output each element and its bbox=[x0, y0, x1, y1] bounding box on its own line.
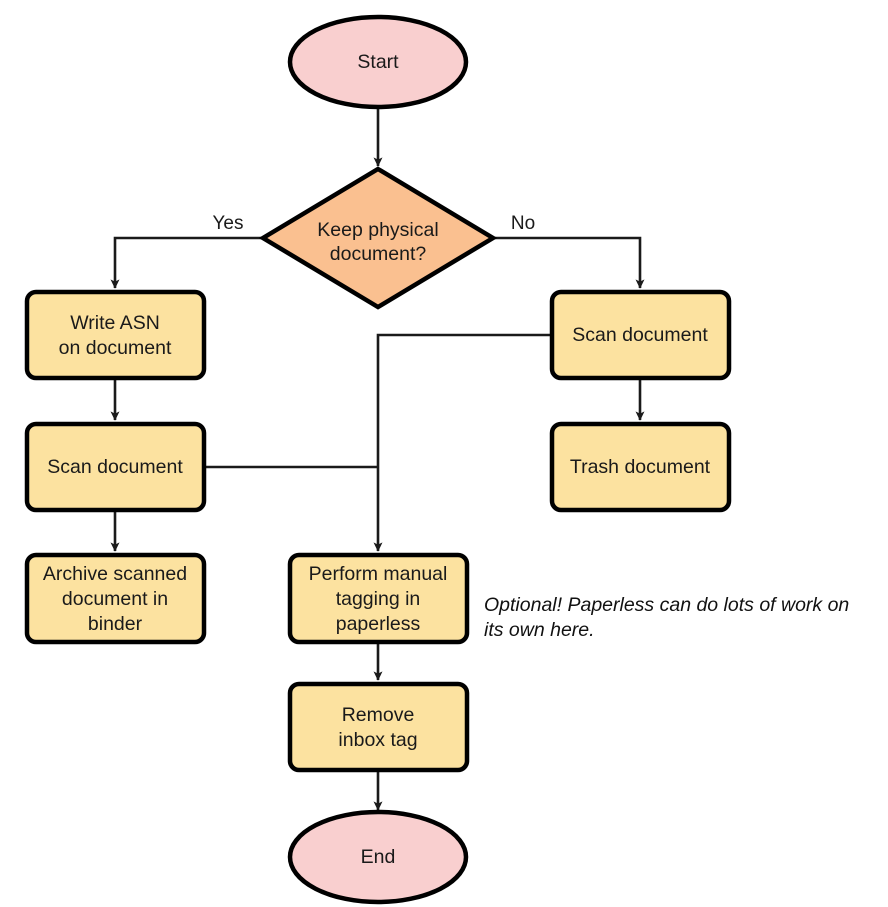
node-write-asn-on-document[interactable]: Write ASN on document bbox=[24, 289, 207, 381]
start-ellipse[interactable] bbox=[287, 14, 469, 110]
decision-label-line1: Keep physical bbox=[317, 219, 438, 241]
node-trash-document[interactable]: Trash document bbox=[549, 421, 732, 513]
decision-label-line2: document? bbox=[330, 243, 427, 265]
remove-inbox-tag-box[interactable] bbox=[287, 681, 470, 773]
node-scan-document-left[interactable]: Scan document bbox=[24, 421, 207, 513]
scan-document-right-label: Scan document bbox=[572, 324, 708, 346]
archive-label-line2: document in bbox=[62, 588, 168, 610]
scan-document-left-label: Scan document bbox=[47, 456, 183, 478]
trash-document-label: Trash document bbox=[570, 456, 711, 478]
optional-note-line2: its own here. bbox=[484, 619, 595, 641]
node-decision-keep-physical-document[interactable]: Keep physical document? bbox=[258, 166, 498, 310]
node-archive-scanned-document[interactable]: Archive scanned document in binder bbox=[24, 552, 207, 645]
write-asn-label-line1: Write ASN bbox=[70, 312, 160, 334]
connector-decision-no-to-scan-right bbox=[494, 236, 645, 289]
connector-scan-right-to-tagging bbox=[373, 333, 550, 552]
scan-document-right-box[interactable] bbox=[549, 289, 732, 381]
node-perform-manual-tagging[interactable]: Perform manual tagging in paperless bbox=[287, 552, 470, 645]
tagging-label-line2: tagging in bbox=[336, 588, 421, 610]
decision-diamond[interactable] bbox=[258, 166, 498, 310]
optional-note-line1: Optional! Paperless can do lots of work … bbox=[484, 594, 849, 616]
tagging-label-line3: paperless bbox=[336, 613, 421, 635]
archive-box[interactable] bbox=[24, 552, 207, 645]
edge-label-yes: Yes bbox=[213, 213, 244, 234]
edge-label-no: No bbox=[511, 213, 535, 234]
start-label: Start bbox=[357, 51, 399, 73]
archive-label-line3: binder bbox=[88, 613, 143, 635]
write-asn-box[interactable] bbox=[24, 289, 207, 381]
write-asn-label-line2: on document bbox=[59, 337, 172, 359]
connector-decision-yes-to-write-asn bbox=[110, 236, 262, 289]
node-scan-document-right[interactable]: Scan document bbox=[549, 289, 732, 381]
remove-inbox-tag-label-line1: Remove bbox=[342, 704, 415, 726]
scan-document-left-box[interactable] bbox=[24, 421, 207, 513]
tagging-box[interactable] bbox=[287, 552, 470, 645]
optional-note: Optional! Paperless can do lots of work … bbox=[484, 594, 849, 641]
end-ellipse[interactable] bbox=[287, 809, 469, 905]
node-remove-inbox-tag[interactable]: Remove inbox tag bbox=[287, 681, 470, 773]
trash-document-box[interactable] bbox=[549, 421, 732, 513]
archive-label-line1: Archive scanned bbox=[43, 563, 187, 585]
tagging-label-line1: Perform manual bbox=[309, 563, 448, 585]
node-start[interactable]: Start bbox=[287, 14, 469, 110]
node-end[interactable]: End bbox=[287, 809, 469, 905]
end-label: End bbox=[361, 846, 396, 868]
remove-inbox-tag-label-line2: inbox tag bbox=[338, 729, 417, 751]
